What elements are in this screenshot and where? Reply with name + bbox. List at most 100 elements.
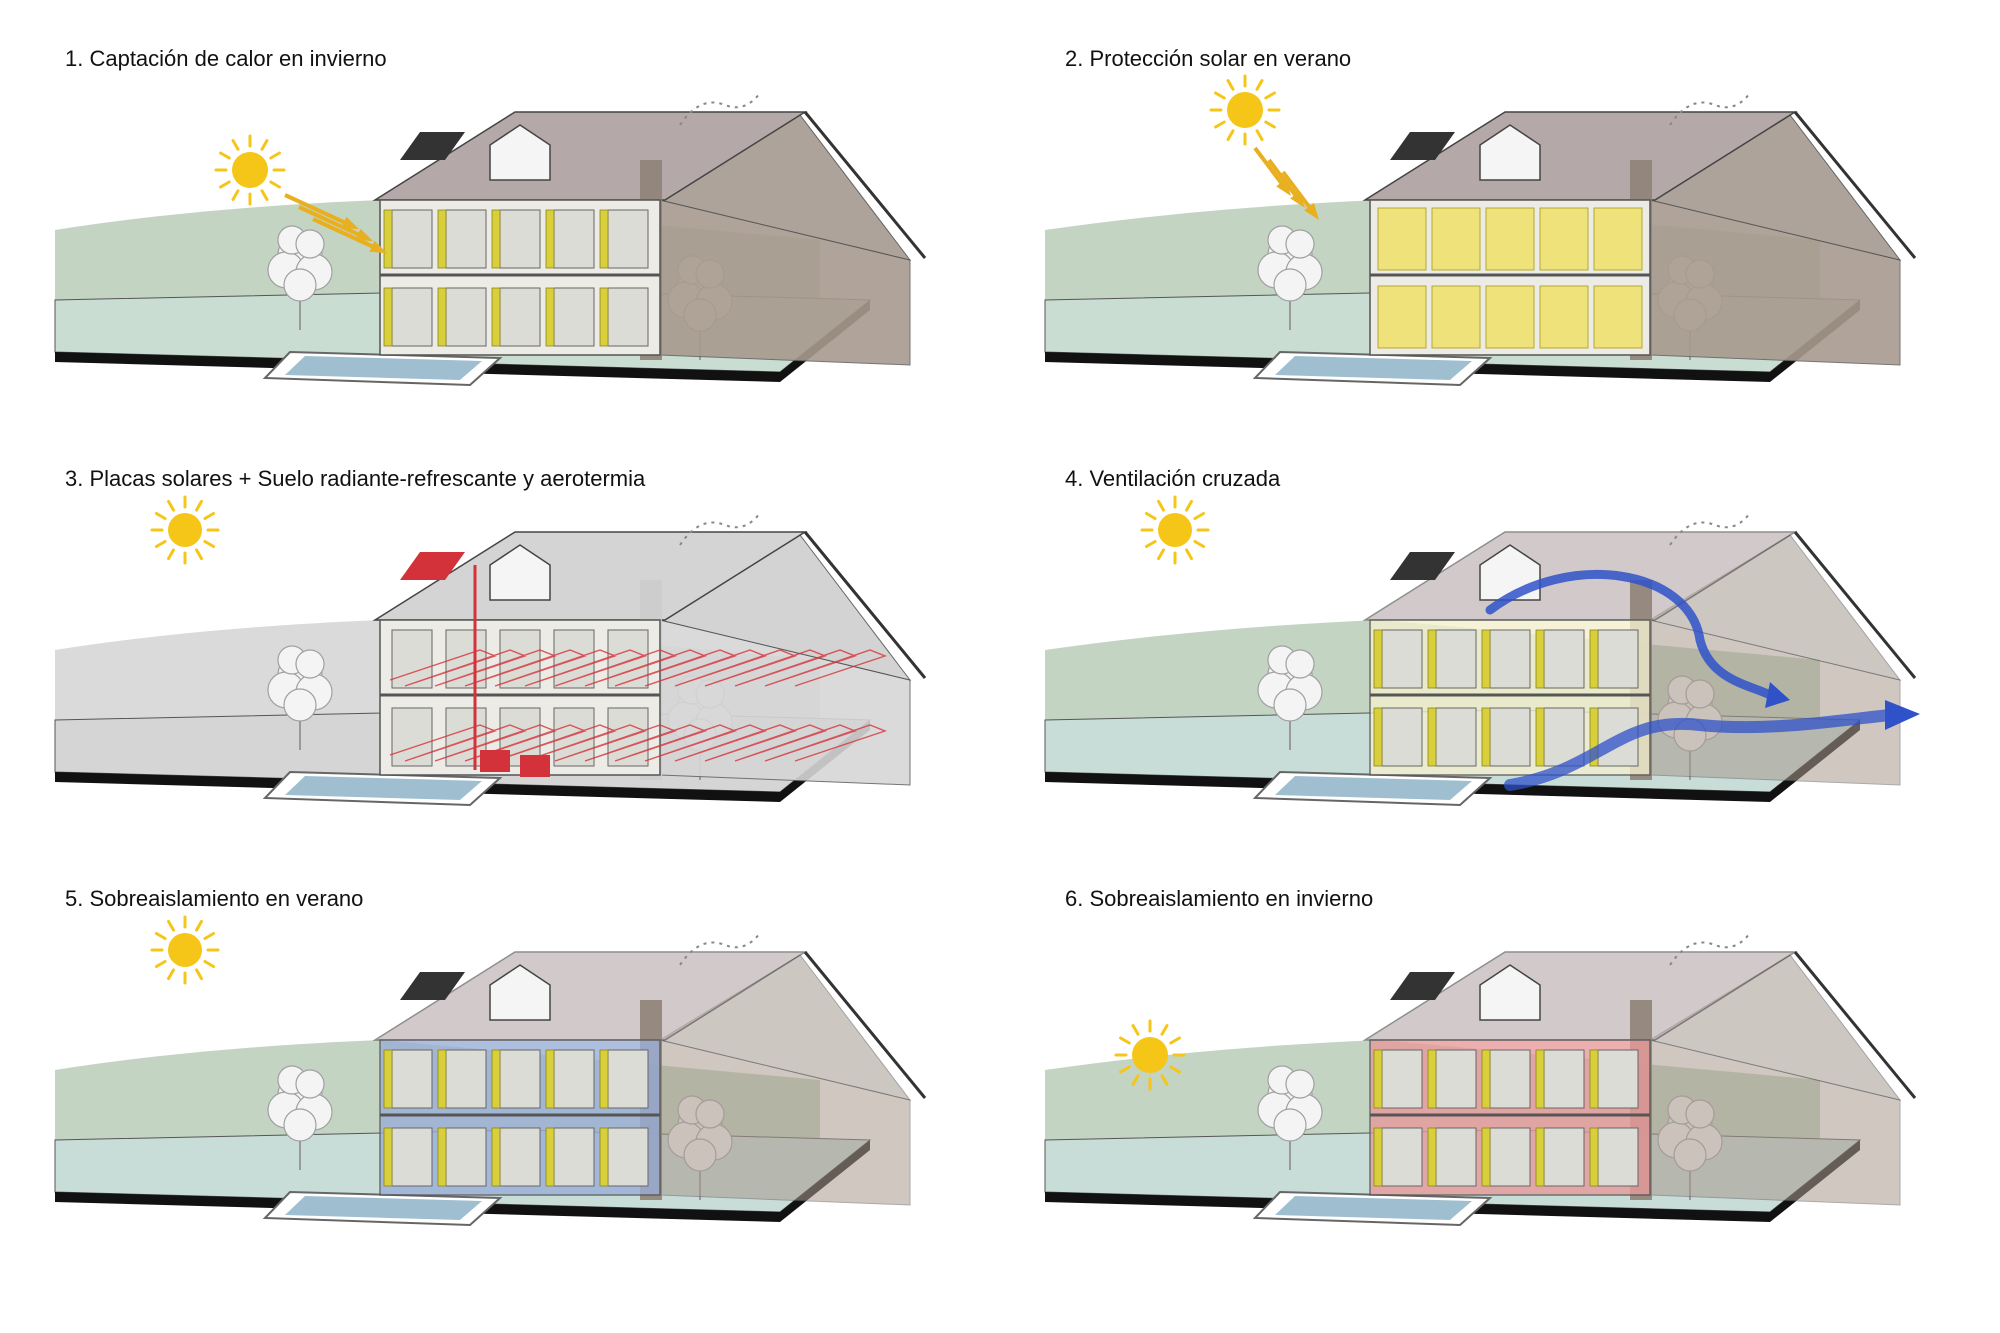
panel-title: 4. Ventilación cruzada (1065, 466, 1281, 491)
radiant-floor-pipes (389, 649, 888, 762)
shutter-closed (1539, 207, 1589, 271)
shutter (1481, 1049, 1491, 1109)
shutter (545, 209, 555, 269)
window (553, 1049, 595, 1109)
heat-pump-unit (480, 750, 510, 772)
shutter (1535, 1127, 1545, 1187)
window (1381, 1049, 1423, 1109)
panel-2: 2. Protección solar en verano (1000, 0, 2000, 420)
shutter-closed (1539, 285, 1589, 349)
sun-icon (214, 134, 286, 206)
window (1543, 629, 1585, 689)
house-diagram (1044, 495, 1920, 807)
window (499, 209, 541, 269)
dormer-window (489, 544, 551, 601)
window (1489, 629, 1531, 689)
roof-eave (1793, 111, 1917, 259)
shutter (1427, 629, 1437, 689)
shutter (1427, 707, 1437, 767)
window (1381, 707, 1423, 767)
airflow-arrowhead (1885, 700, 1920, 730)
shutter (599, 209, 609, 269)
pool-water (1275, 1196, 1472, 1220)
window (1435, 629, 1477, 689)
heat-pump-unit (520, 755, 550, 777)
panel-1: 1. Captación de calor en invierno (0, 0, 1000, 420)
sun-icon (1114, 1019, 1186, 1091)
window (1597, 1049, 1639, 1109)
tree-icon (1257, 1065, 1323, 1170)
shutter (1589, 629, 1599, 689)
window (607, 1049, 649, 1109)
shutter (1373, 1049, 1383, 1109)
window (553, 1127, 595, 1187)
shutter (1535, 1049, 1545, 1109)
window (607, 209, 649, 269)
window (553, 209, 595, 269)
window (499, 287, 541, 347)
tree-icon (267, 645, 333, 750)
sun-ray-arrows-icon (1253, 146, 1319, 220)
window (1435, 707, 1477, 767)
window (1435, 1127, 1477, 1187)
shutter (437, 287, 447, 347)
pool-water (1275, 776, 1472, 800)
panel-title: 5. Sobreaislamiento en verano (65, 886, 364, 911)
shutter (1373, 707, 1383, 767)
window (499, 1127, 541, 1187)
shutter-closed (1593, 285, 1643, 349)
pool-water (285, 776, 482, 800)
panel-5: 5. Sobreaislamiento en verano (0, 840, 1000, 1260)
wind-trail-icon (1669, 92, 1751, 126)
pool-water (1275, 356, 1472, 380)
window (1489, 707, 1531, 767)
roof-eave (1793, 531, 1917, 679)
sun-icon (1209, 74, 1281, 146)
panel-title: 6. Sobreaislamiento en invierno (1065, 886, 1374, 911)
roof-eave (1793, 951, 1917, 1099)
shutter (383, 209, 393, 269)
airflow-arrow (1504, 709, 1896, 791)
panel-title: 2. Protección solar en verano (1065, 46, 1352, 71)
window (1597, 1127, 1639, 1187)
shutter (1373, 629, 1383, 689)
solar-panel (1390, 972, 1455, 1000)
shutter (545, 287, 555, 347)
shutter (599, 1127, 609, 1187)
shutter (491, 209, 501, 269)
house-diagram (1044, 932, 1917, 1227)
window (391, 1127, 433, 1187)
roof-eave (803, 531, 927, 679)
window (445, 287, 487, 347)
panel-title: 3. Placas solares + Suelo radiante-refre… (65, 466, 646, 491)
shutter-closed (1593, 207, 1643, 271)
panel-title: 1. Captación de calor en invierno (65, 46, 387, 71)
sun-ray-arrows-icon (284, 193, 388, 254)
sun-icon (1140, 495, 1210, 565)
shutter-closed (1431, 285, 1481, 349)
solar-panel (1390, 132, 1455, 160)
window (553, 707, 595, 767)
shutter (1589, 1127, 1599, 1187)
window (499, 629, 541, 689)
window (391, 209, 433, 269)
tree-icon (1257, 225, 1323, 330)
shutter (599, 1049, 609, 1109)
dormer-window (489, 964, 551, 1021)
airflow-arrowhead (1765, 682, 1790, 708)
shutter (1535, 707, 1545, 767)
solar-panel (400, 552, 465, 580)
shutter (1481, 629, 1491, 689)
shutter (383, 287, 393, 347)
wind-trail-icon (679, 92, 761, 126)
house-diagram (1044, 74, 1917, 387)
panel-3: 3. Placas solares + Suelo radiante-refre… (0, 420, 1000, 840)
wind-trail-icon (679, 512, 761, 546)
window (391, 1049, 433, 1109)
window (1435, 1049, 1477, 1109)
window (391, 629, 433, 689)
shutter (383, 1049, 393, 1109)
shutter (1373, 1127, 1383, 1187)
window (445, 1127, 487, 1187)
window (391, 287, 433, 347)
